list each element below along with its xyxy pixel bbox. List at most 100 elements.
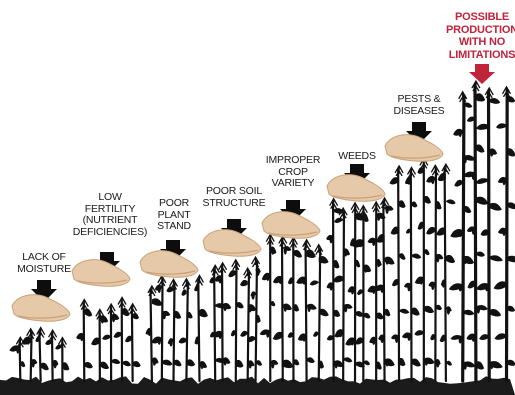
plant-tassel: [95, 308, 105, 320]
plant-ear: [502, 177, 506, 186]
plant-ear: [157, 285, 161, 293]
plant-ear: [372, 336, 376, 345]
plant-leaf: [462, 309, 475, 316]
plant-ear: [490, 361, 494, 370]
plant-stalk: [473, 83, 478, 383]
plant-stalk: [409, 170, 413, 383]
plant-ear: [377, 259, 381, 268]
foot-icon: [71, 259, 131, 287]
plant-ear: [334, 360, 338, 369]
plant-leaf: [384, 308, 391, 317]
plant-leaf: [318, 308, 329, 317]
plant-leaf: [333, 275, 344, 283]
foot-icon: [384, 134, 444, 162]
plant-leaf: [309, 280, 319, 286]
plant-tassel: [314, 243, 324, 256]
plant-ear: [80, 333, 84, 342]
plant-leaf: [411, 253, 422, 259]
plant-ear: [344, 304, 348, 313]
foot-shading: [267, 231, 318, 236]
plant-ear: [446, 306, 450, 315]
plant-leaf: [132, 312, 139, 320]
plant-ear: [407, 283, 411, 292]
label-weeds: WEEDS: [338, 150, 376, 162]
plant-leaf: [489, 309, 502, 317]
plant-ear: [463, 256, 467, 265]
plant-leaf: [240, 330, 248, 337]
plant-stalk: [197, 278, 201, 383]
plant-stalk: [213, 268, 217, 383]
plant-ear: [319, 360, 323, 369]
plant-leaf: [40, 362, 49, 371]
plant-tassel: [128, 302, 138, 315]
plant-leaf: [355, 311, 364, 317]
plant-ear: [256, 267, 260, 276]
plant-ear: [112, 314, 116, 323]
plant-tassel: [358, 204, 368, 217]
plant-ear: [266, 273, 270, 281]
plant-leaf: [506, 202, 515, 210]
plant-ear: [266, 329, 270, 338]
down-arrow-icon: [221, 219, 247, 241]
plant-leaf: [91, 337, 100, 346]
plant-leaf: [318, 256, 329, 264]
plant-ear: [471, 172, 475, 180]
down-arrow-icon: [406, 122, 432, 144]
plant-ear: [218, 275, 222, 284]
plant-ear: [307, 304, 311, 313]
plant-tassel: [210, 264, 220, 276]
plant-stalk: [461, 94, 466, 383]
plant-leaf: [45, 339, 53, 345]
plant-tassel: [501, 85, 512, 98]
plant-ear: [385, 358, 389, 367]
plant-tassel: [338, 206, 348, 219]
plant-ear: [350, 337, 355, 346]
plant-leaf: [417, 167, 424, 174]
plant-leaf: [417, 221, 424, 230]
plant-tassel: [371, 200, 381, 213]
plant-ear: [53, 360, 57, 369]
plant-leaf: [84, 361, 93, 369]
foot-icon: [11, 294, 71, 322]
plant-leaf: [475, 144, 485, 153]
plant-ear: [329, 282, 333, 291]
plant-ear: [278, 276, 282, 285]
plant-leaf: [186, 311, 193, 319]
plant-ear: [256, 315, 260, 323]
plant-tassel: [329, 197, 339, 210]
plant-ear: [502, 228, 506, 236]
plant-stalk: [220, 265, 224, 383]
plant-leaf: [376, 361, 382, 370]
plant-ear: [490, 148, 494, 157]
plant-ear: [385, 205, 389, 214]
plant-leaf: [246, 336, 256, 343]
plant-leaf: [306, 249, 316, 258]
plant-ear: [350, 286, 355, 295]
plant-stalk: [397, 168, 401, 383]
plant-ear: [223, 357, 227, 366]
plant-ear: [271, 246, 275, 255]
foot-shading: [145, 270, 196, 275]
plant-leaf: [125, 335, 133, 343]
plant-stalk: [172, 282, 176, 383]
plant-tassel: [36, 326, 46, 338]
plant-leaf: [343, 357, 353, 363]
plant-leaf: [411, 358, 421, 367]
plant-leaf: [334, 217, 344, 223]
plant-ear: [458, 283, 462, 292]
plant-leaf: [475, 123, 490, 130]
plant-leaf: [186, 359, 196, 367]
plant-ear: [26, 336, 30, 345]
plant-ear: [458, 129, 462, 138]
plant-ear: [431, 176, 435, 185]
plant-ear: [372, 238, 376, 247]
plant-leaf: [235, 359, 244, 368]
plant-leaf: [467, 280, 476, 289]
plant-leaf: [411, 307, 420, 316]
plant-leaf: [178, 337, 187, 344]
plant-tassel: [250, 255, 261, 268]
plant-tassel: [218, 261, 228, 274]
plant-ear: [380, 335, 384, 343]
plant-leaf: [161, 359, 173, 366]
